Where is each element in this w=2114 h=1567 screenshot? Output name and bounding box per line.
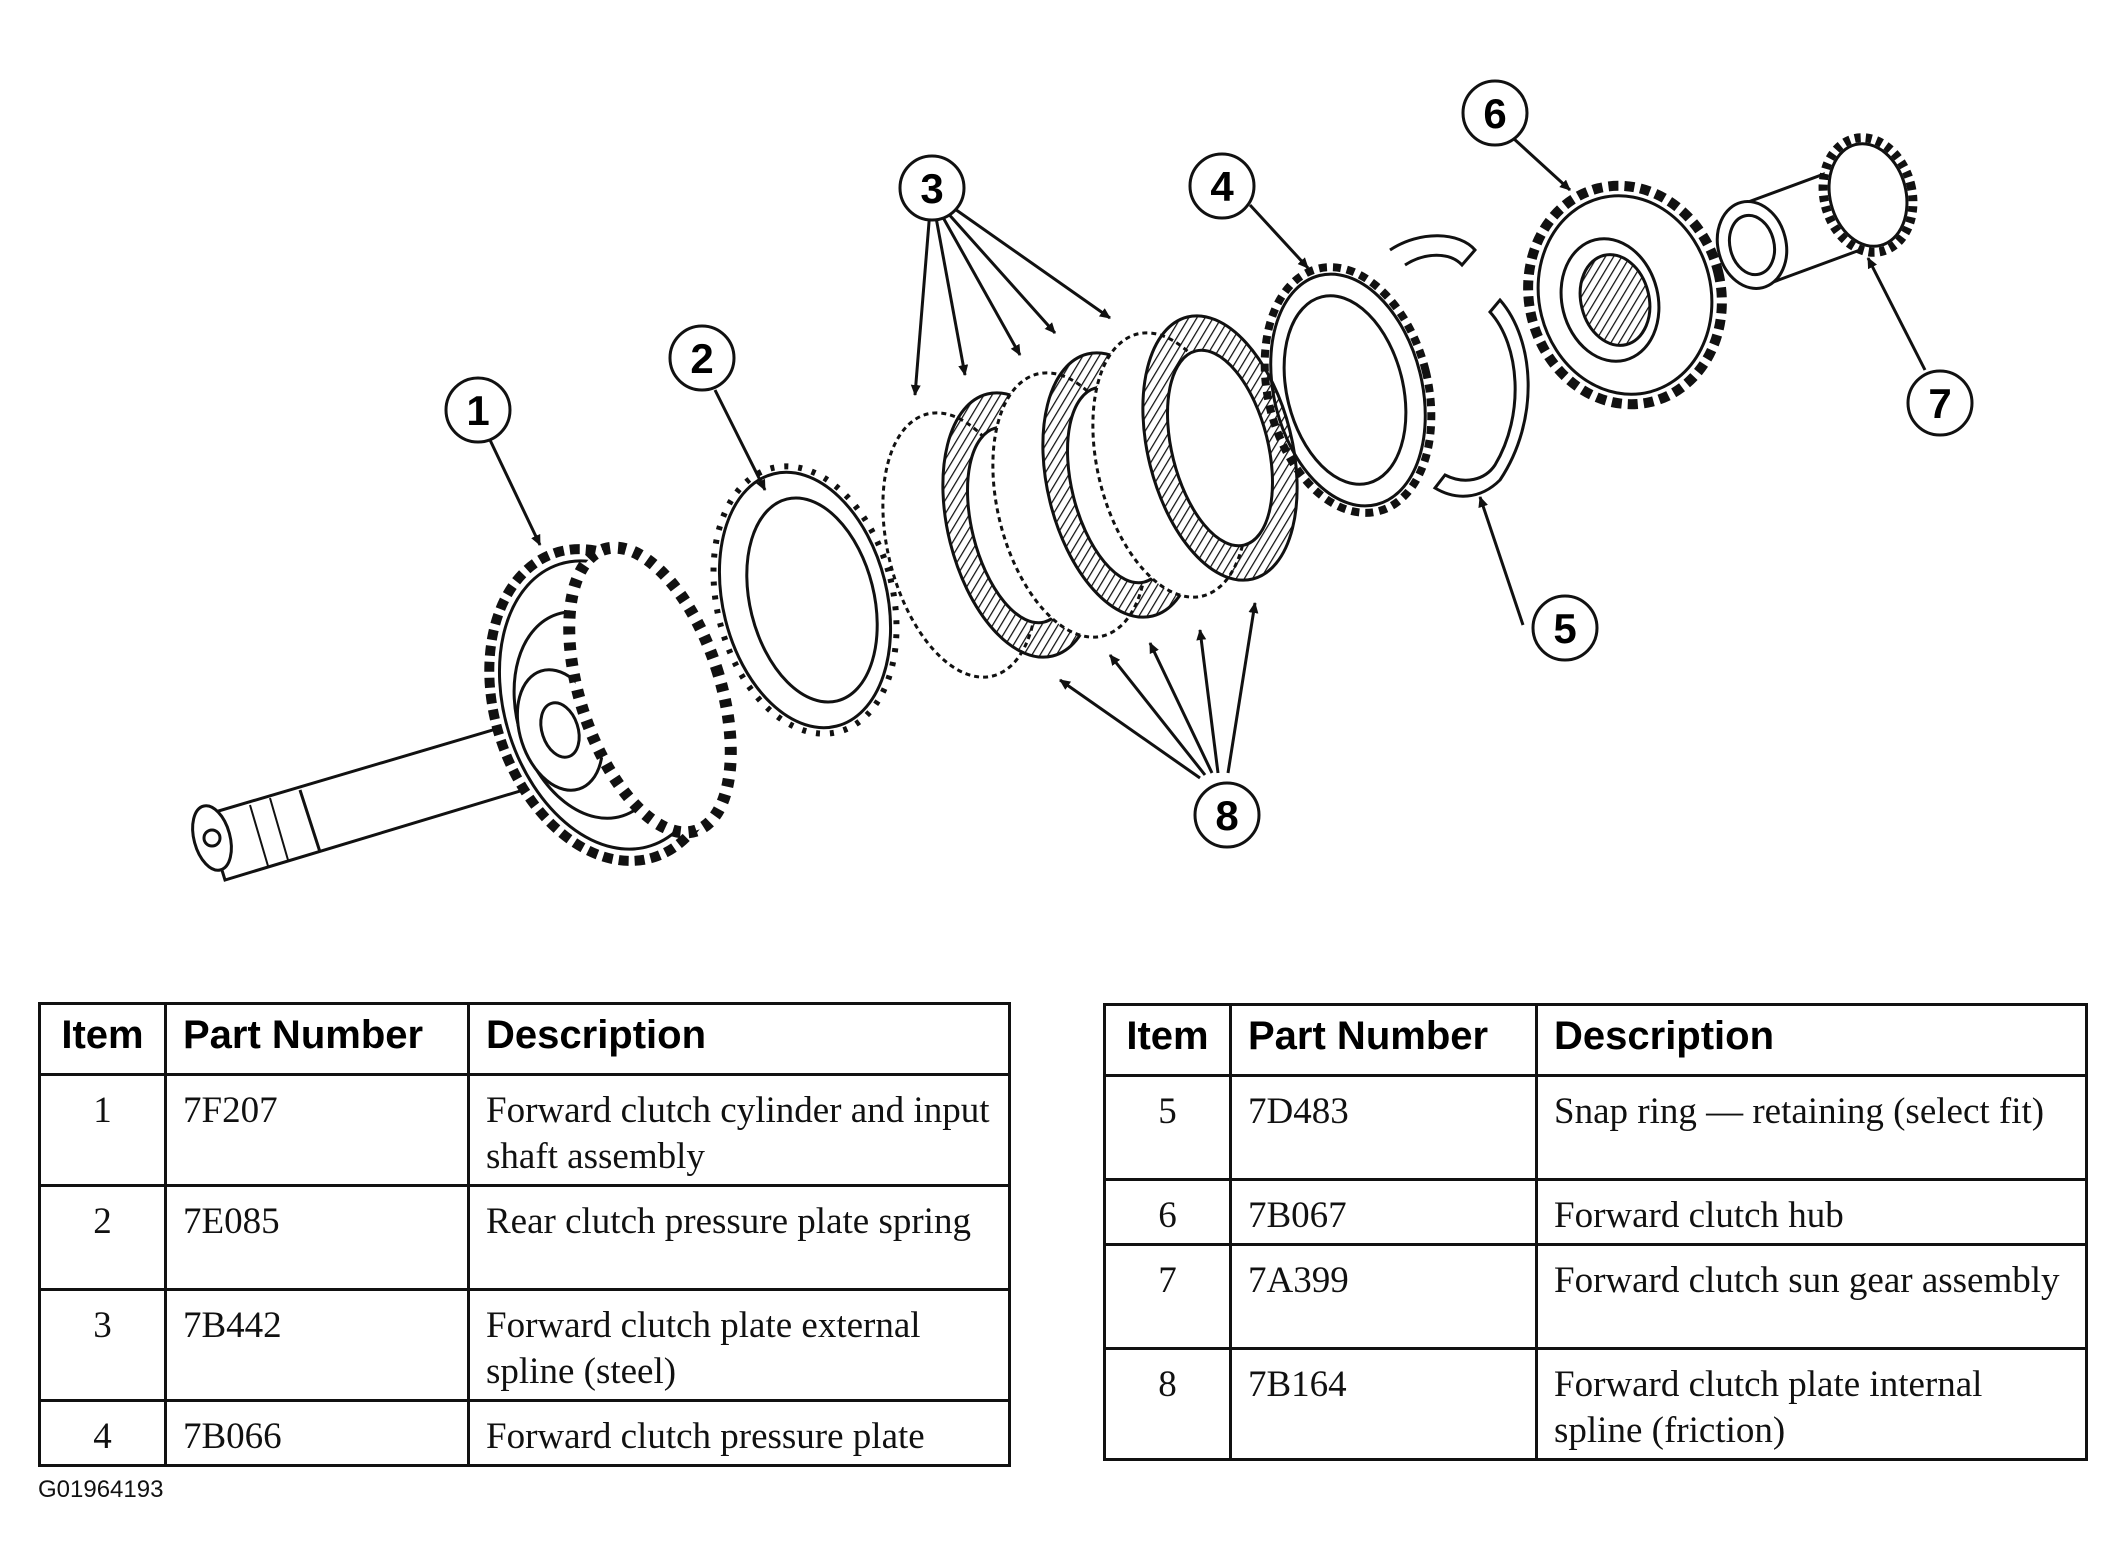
header-part-number: Part Number (1229, 1003, 1538, 1077)
cell-item: 6 (1103, 1178, 1232, 1246)
cell-description: Rear clutch pressure plate spring (467, 1184, 1011, 1291)
part-1-input-shaft (191, 541, 737, 882)
cell-part-number: 7A399 (1229, 1243, 1538, 1350)
part-2-spring-plate (710, 463, 900, 737)
table-row: 5 7D483 Snap ring — retaining (select fi… (1103, 1074, 2088, 1181)
callout-6-label: 6 (1483, 90, 1506, 137)
cell-item: 5 (1103, 1074, 1232, 1181)
cell-item: 4 (38, 1399, 167, 1467)
cell-part-number: 7B442 (164, 1288, 470, 1402)
callout-3: 3 (898, 154, 966, 222)
part-5-snap-ring (1389, 234, 1530, 498)
callout-2-label: 2 (690, 335, 713, 382)
table-row: 2 7E085 Rear clutch pressure plate sprin… (38, 1184, 1011, 1291)
exploded-view-diagram: 1 2 3 4 5 6 7 8 (191, 79, 1974, 882)
callout-1: 1 (444, 376, 512, 444)
cell-description: Forward clutch pressure plate (467, 1399, 1011, 1467)
cell-item: 3 (38, 1288, 167, 1402)
table-row: 1 7F207 Forward clutch cylinder and inpu… (38, 1073, 1011, 1187)
callout-8: 8 (1193, 781, 1261, 849)
table-row: 6 7B067 Forward clutch hub (1103, 1178, 2088, 1246)
table-row: 7 7A399 Forward clutch sun gear assembly (1103, 1243, 2088, 1350)
figure-code: G01964193 (38, 1476, 164, 1503)
table-row: 3 7B442 Forward clutch plate external sp… (38, 1288, 1011, 1402)
cell-description: Forward clutch plate external spline (st… (467, 1288, 1011, 1402)
cell-part-number: 7F207 (164, 1073, 470, 1187)
cell-item: 8 (1103, 1347, 1232, 1461)
cell-part-number: 7B164 (1229, 1347, 1538, 1461)
table-row: 4 7B066 Forward clutch pressure plate (38, 1399, 1011, 1467)
part-4-pressure-plate (1260, 263, 1436, 517)
header-description: Description (467, 1002, 1011, 1076)
callout-3-label: 3 (920, 165, 943, 212)
part-7-sun-gear (1715, 133, 1918, 290)
cell-item: 2 (38, 1184, 167, 1291)
cell-part-number: 7B067 (1229, 1178, 1538, 1246)
cell-description: Forward clutch sun gear assembly (1535, 1243, 2088, 1350)
leader-arrows (488, 136, 1927, 780)
callout-7: 7 (1906, 369, 1974, 437)
callout-5: 5 (1531, 594, 1599, 662)
table-header-row: Item Part Number Description (38, 1002, 1011, 1076)
cell-description: Forward clutch hub (1535, 1178, 2088, 1246)
header-description: Description (1535, 1003, 2088, 1077)
parts-3-8-clutch-pack (881, 314, 1299, 679)
cell-description: Forward clutch cylinder and input shaft … (467, 1073, 1011, 1187)
callout-4-label: 4 (1210, 163, 1234, 210)
callout-5-label: 5 (1553, 605, 1576, 652)
header-item: Item (38, 1002, 167, 1076)
cell-description: Snap ring — retaining (select fit) (1535, 1074, 2088, 1181)
cell-item: 1 (38, 1073, 167, 1187)
cell-part-number: 7E085 (164, 1184, 470, 1291)
callout-7-label: 7 (1928, 380, 1951, 427)
cell-item: 7 (1103, 1243, 1232, 1350)
callout-4: 4 (1188, 152, 1256, 220)
cell-part-number: 7B066 (164, 1399, 470, 1467)
header-item: Item (1103, 1003, 1232, 1077)
table-row: 8 7B164 Forward clutch plate internal sp… (1103, 1347, 2088, 1461)
callout-1-label: 1 (466, 387, 489, 434)
header-part-number: Part Number (164, 1002, 470, 1076)
parts-table-left: Item Part Number Description 1 7F207 For… (38, 1002, 1011, 1467)
parts-table-right: Item Part Number Description 5 7D483 Sna… (1103, 1003, 2088, 1461)
callout-2: 2 (668, 324, 736, 392)
table-header-row: Item Part Number Description (1103, 1003, 2088, 1077)
callout-6: 6 (1461, 79, 1529, 147)
part-6-clutch-hub (1523, 180, 1727, 410)
cell-description: Forward clutch plate internal spline (fr… (1535, 1347, 2088, 1461)
callout-8-label: 8 (1215, 792, 1238, 839)
cell-part-number: 7D483 (1229, 1074, 1538, 1181)
